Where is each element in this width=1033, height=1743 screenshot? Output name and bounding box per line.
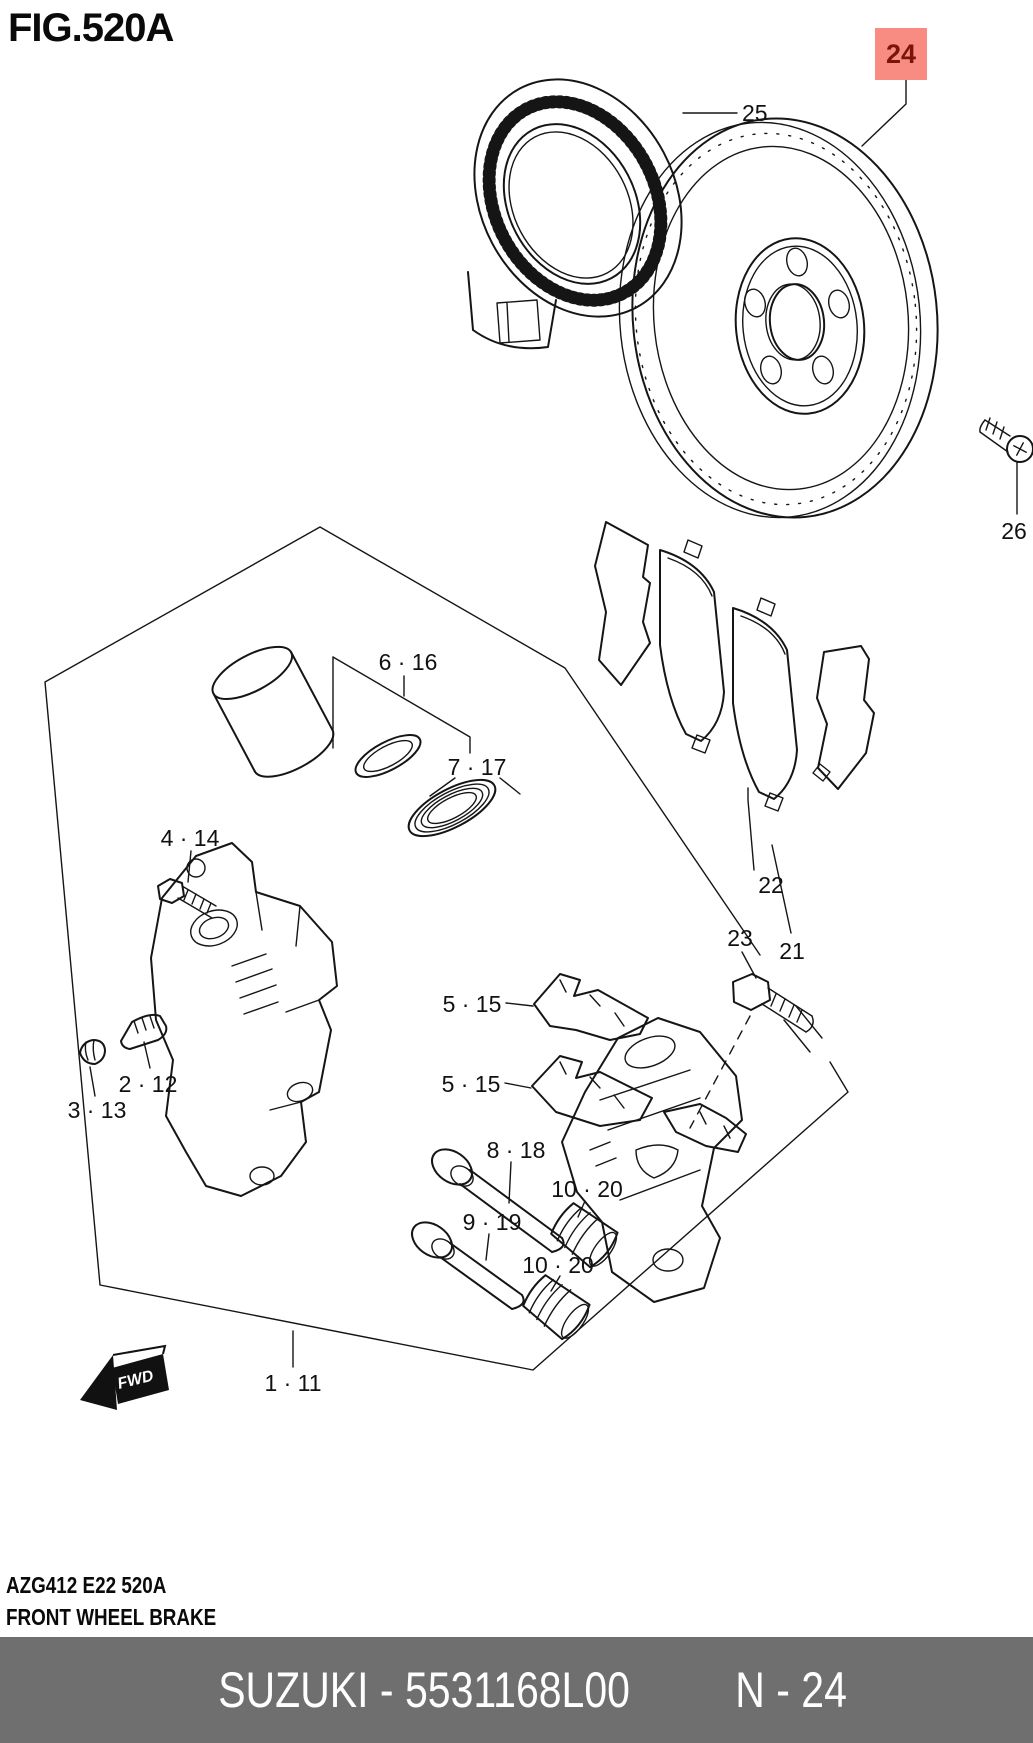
- callout-6-16: 6 · 16: [379, 649, 438, 675]
- callout-labels: 25 26 6 · 16 7 · 17 4 · 14 2 · 12 3 · 13…: [68, 100, 1027, 1396]
- piston-drawing: [211, 645, 335, 778]
- carrier-bolt-drawing: [689, 973, 814, 1129]
- callout-1-11: 1 · 11: [264, 1370, 321, 1396]
- figure-caption-title: FRONT WHEEL BRAKE: [6, 1604, 217, 1630]
- callout-9-19: 9 · 19: [463, 1209, 522, 1235]
- pin-boot-upper-drawing: [550, 1202, 619, 1269]
- disc-screw-drawing: [979, 417, 1033, 463]
- guide-pin-upper-drawing: [431, 1148, 565, 1253]
- pin-boot-lower-drawing: [522, 1274, 591, 1341]
- callout-22: 22: [758, 872, 784, 898]
- figure-caption-code: AZG412 E22 520A: [6, 1572, 167, 1598]
- pad-spring-lower-drawing: [531, 1055, 747, 1153]
- callout-25: 25: [742, 100, 768, 126]
- callout-2-12: 2 · 12: [119, 1071, 178, 1097]
- callout-23: 23: [727, 925, 753, 951]
- callout-8-18: 8 · 18: [487, 1137, 546, 1163]
- callout-10-20-upper: 10 · 20: [551, 1176, 623, 1202]
- bleeder-screw-drawing: [120, 1013, 168, 1050]
- callout-7-17: 7 · 17: [448, 754, 507, 780]
- pad-spring-upper-drawing: [533, 973, 649, 1041]
- highlighted-callout-box[interactable]: 24: [875, 28, 927, 80]
- bleeder-cap-drawing: [79, 1039, 106, 1065]
- leader-lines: [89, 79, 1018, 1368]
- brake-pads-drawing: [594, 521, 875, 812]
- highlighted-callout-24[interactable]: 24: [886, 39, 916, 69]
- footer-part-number: SUZUKI - 5531168L00: [218, 1662, 631, 1718]
- callout-5-15-lower: 5 · 15: [442, 1071, 501, 1097]
- callout-5-15-upper: 5 · 15: [443, 991, 502, 1017]
- carrier-bracket-drawing: [561, 1017, 743, 1303]
- assembly-boundary-outline: [44, 526, 849, 1371]
- footer-page-ref: N - 24: [735, 1662, 848, 1718]
- guide-pin-lower-drawing: [411, 1221, 525, 1310]
- figure-title: FIG.520A: [8, 6, 174, 50]
- footer-banner: SUZUKI - 5531168L00 N - 24: [0, 1637, 1033, 1743]
- callout-4-14: 4 · 14: [161, 825, 220, 851]
- caliper-bolt-drawing: [157, 878, 217, 919]
- brake-disc-drawing: [618, 117, 939, 519]
- caliper-body-drawing: [150, 842, 338, 1197]
- fwd-arrow: FWD: [80, 1344, 169, 1410]
- callout-21: 21: [779, 938, 805, 964]
- dust-shield-drawing: [467, 78, 683, 350]
- callout-26: 26: [1001, 518, 1027, 544]
- highlight-rect[interactable]: [875, 28, 927, 80]
- callout-3-13: 3 · 13: [68, 1097, 127, 1123]
- callout-10-20-lower: 10 · 20: [522, 1252, 594, 1278]
- piston-seal-drawing: [354, 734, 497, 838]
